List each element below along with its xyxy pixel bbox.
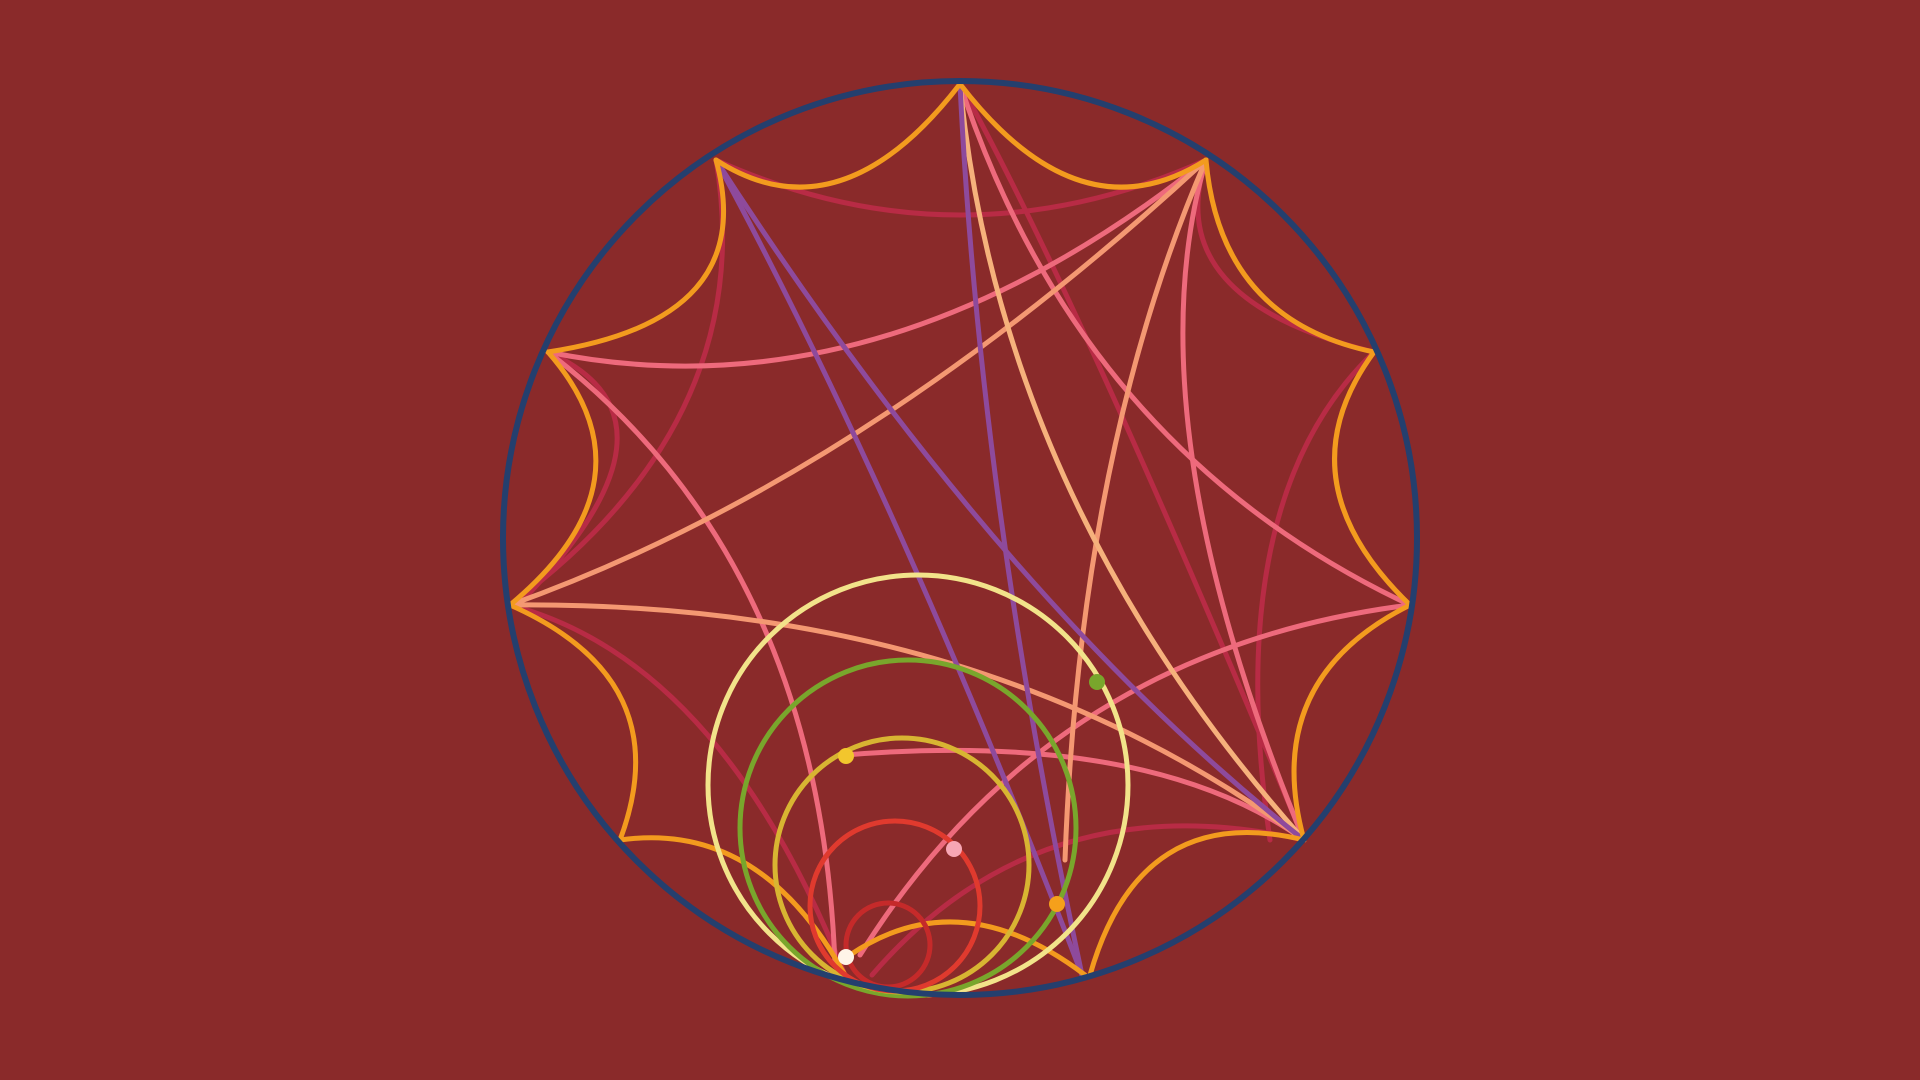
arc: [957, 81, 1307, 843]
arc: [1062, 157, 1209, 863]
arc: [1203, 157, 1377, 355]
arc: [713, 81, 963, 190]
dot-orange: [1049, 896, 1065, 912]
arc: [713, 157, 1085, 978]
circle-green: [737, 657, 1079, 999]
arc: [1332, 349, 1413, 608]
dot-white: [838, 949, 854, 965]
arc: [507, 349, 599, 608]
arc: [842, 747, 1307, 843]
arc: [507, 157, 1209, 608]
dot-yellow: [838, 748, 854, 764]
arc: [515, 349, 620, 608]
arc: [507, 602, 639, 843]
arc: [1087, 830, 1307, 978]
dots: [838, 674, 1105, 965]
arc: [957, 81, 1413, 608]
arc: [1180, 157, 1307, 843]
arc: [1291, 602, 1413, 843]
dot-pink: [946, 841, 962, 857]
arc: [957, 81, 1307, 843]
disk-boundary: [500, 78, 1420, 998]
arc: [957, 81, 1209, 190]
purple-arcs: [713, 81, 1307, 978]
arc: [847, 919, 1088, 978]
peach-arcs: [957, 81, 1307, 843]
arc: [545, 157, 727, 355]
arc: [545, 157, 1209, 369]
arc: [1255, 349, 1377, 843]
dot-green: [1089, 674, 1105, 690]
arc: [957, 81, 1085, 978]
